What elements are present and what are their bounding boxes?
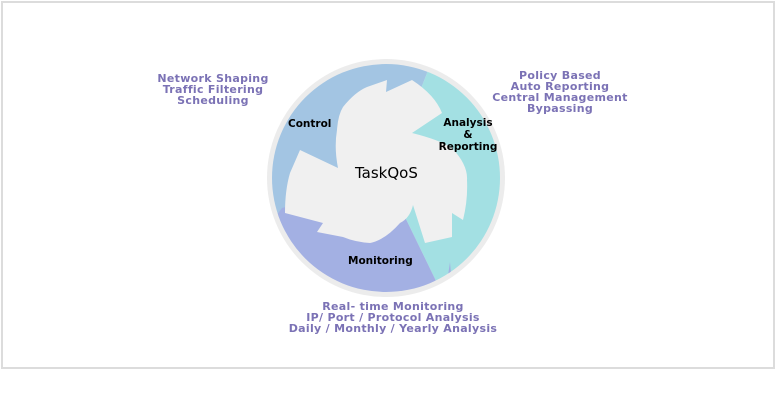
control-label: Control [288, 118, 332, 130]
feature-item: Real- time Monitoring [322, 300, 464, 313]
monitoring-features: Real- time Monitoring IP/ Port / Protoco… [283, 301, 503, 334]
control-segment [272, 64, 440, 250]
analysis-features: Policy Based Auto Reporting Central Mana… [490, 70, 630, 114]
feature-item: Policy Based [519, 69, 601, 82]
feature-item: Daily / Monthly / Yearly Analysis [288, 322, 498, 335]
feature-item: IP/ Port / Protocol Analysis [306, 311, 480, 324]
analysis-label-line: Reporting [438, 141, 498, 153]
monitoring-label: Monitoring [348, 255, 413, 267]
analysis-segment [386, 64, 500, 292]
feature-item: Central Management [492, 91, 628, 104]
analysis-label: Analysis & Reporting [436, 117, 500, 153]
feature-item: Traffic Filtering [162, 83, 264, 96]
feature-item: Scheduling [177, 94, 249, 107]
feature-item: Bypassing [526, 102, 594, 115]
center-title: TaskQoS [355, 164, 418, 182]
feature-item: Auto Reporting [510, 80, 610, 93]
center-shape [285, 80, 468, 243]
analysis-label-line: Analysis [443, 117, 493, 129]
feature-item: Network Shaping [157, 72, 269, 85]
control-features: Network Shaping Traffic Filtering Schedu… [153, 73, 273, 106]
analysis-label-line: & [463, 129, 473, 141]
